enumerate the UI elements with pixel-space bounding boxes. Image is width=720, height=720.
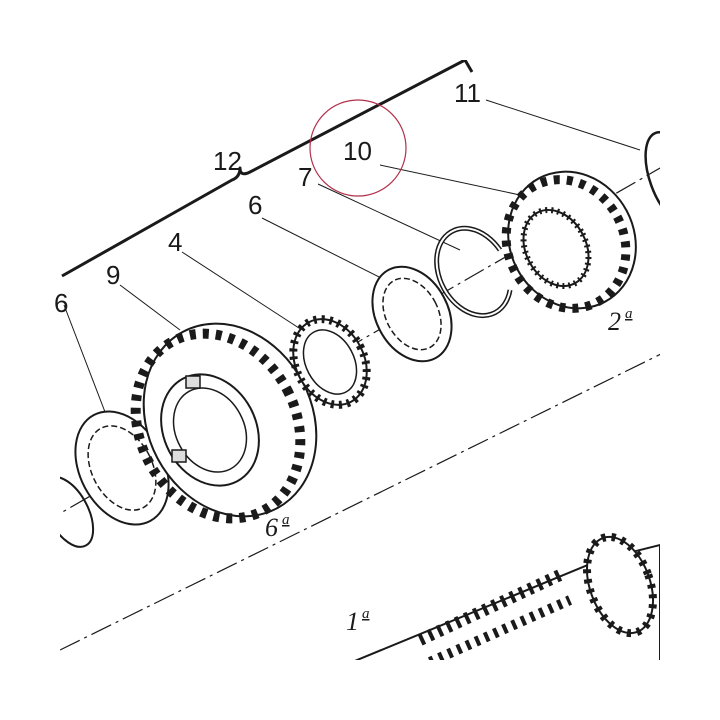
- gear-6a: [130, 322, 318, 524]
- circlip-right: [644, 131, 660, 225]
- leader-lines: [63, 99, 641, 426]
- gear-label-1a: 1 a: [346, 606, 370, 636]
- splined-washer: [371, 265, 453, 363]
- gear-label-2a: 2 a: [608, 306, 633, 336]
- callout-11: 11: [454, 78, 481, 108]
- gear-label-2a-num: 2: [608, 307, 621, 336]
- callout-6-left: 6: [54, 288, 68, 318]
- gear-label-6a: 6 a: [265, 512, 290, 542]
- needle-bearing: [289, 315, 371, 409]
- splined-washer-left: [74, 410, 170, 526]
- highlight-circle-10: [309, 99, 407, 197]
- callout-4: 4: [168, 227, 182, 257]
- callout-10: 10: [343, 136, 372, 166]
- circlip: [434, 225, 513, 319]
- gear-label-1a-ord: a: [362, 606, 370, 622]
- gear-label-1a-num: 1: [346, 607, 359, 636]
- gear-label-2a-ord: a: [625, 306, 633, 322]
- assembly-bracket-12: [61, 60, 474, 278]
- main-shaft: [354, 532, 660, 660]
- callout-9: 9: [106, 260, 120, 290]
- circlip-left: [60, 476, 95, 548]
- gear-2a: [501, 170, 637, 313]
- callout-12: 12: [213, 146, 242, 176]
- shaft-axis-lower: [60, 353, 660, 651]
- gear-label-6a-num: 6: [265, 513, 278, 542]
- callout-7: 7: [298, 162, 312, 192]
- gear-label-6a-ord: a: [282, 512, 290, 528]
- callout-6: 6: [248, 190, 262, 220]
